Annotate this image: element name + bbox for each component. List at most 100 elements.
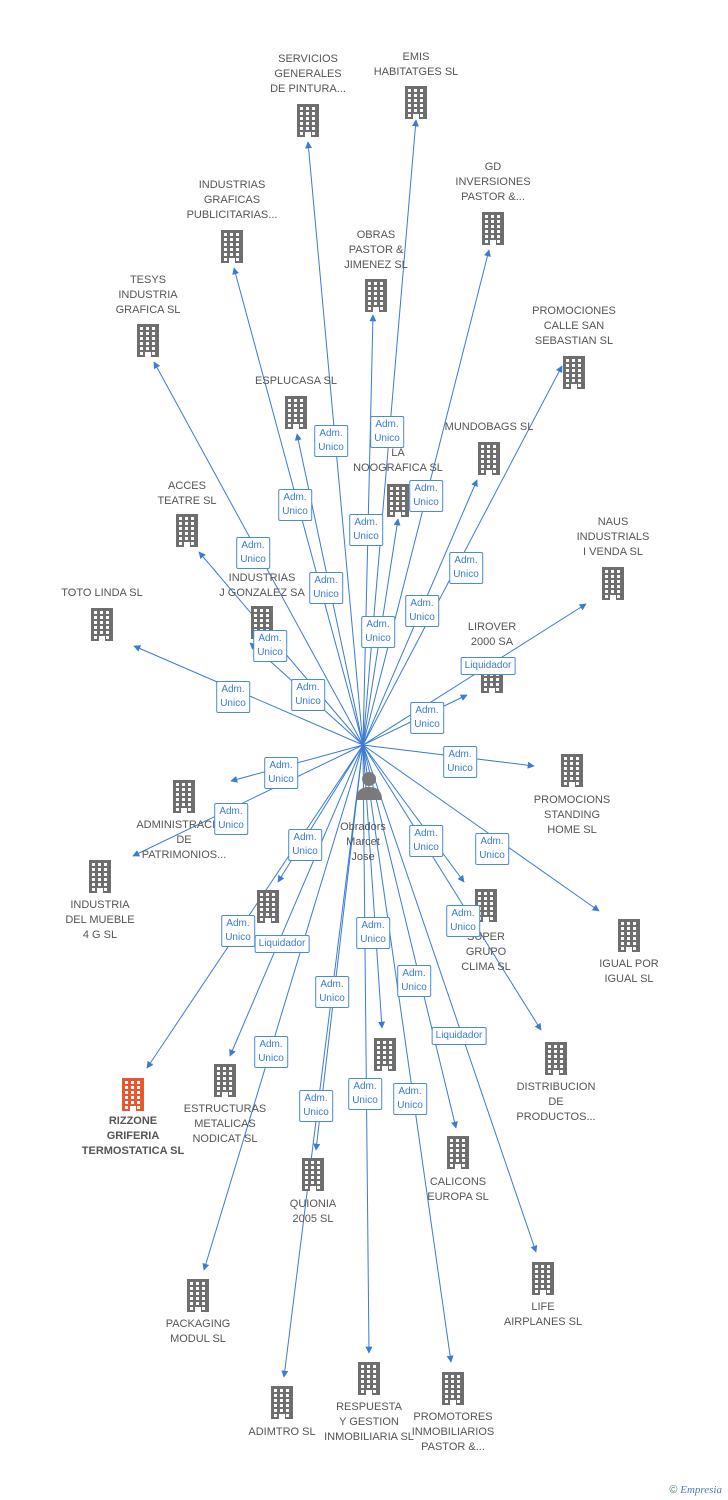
company-node-obras[interactable]: OBRAS PASTOR & JIMENEZ SL: [344, 228, 408, 273]
company-node-igual[interactable]: IGUAL POR IGUAL SL: [599, 957, 659, 987]
role-badge-adm-unico: Adm. Unico: [254, 1036, 288, 1068]
building-icon-quionia[interactable]: [299, 1157, 327, 1191]
company-node-industrias-gonzalez[interactable]: INDUSTRIAS J GONZALEZ SA: [219, 571, 305, 601]
company-node-emis[interactable]: EMIS HABITATGES SL: [374, 50, 459, 80]
building-icon-respuesta[interactable]: [355, 1361, 383, 1395]
company-node-quionia[interactable]: QUIONIA 2005 SL: [290, 1197, 336, 1227]
building-icon-distribucion[interactable]: [542, 1041, 570, 1075]
edge-respuesta: [362, 744, 373, 1354]
company-label: NAUS INDUSTRIALS I VENDA SL: [576, 516, 650, 558]
building-icon-life[interactable]: [529, 1261, 557, 1295]
company-label: PROMOTORES INMOBILIARIOS PASTOR &...: [411, 1411, 495, 1453]
company-label: INDUSTRIAS J GONZALEZ SA: [219, 572, 305, 599]
building-icon-promocions-standing[interactable]: [558, 753, 586, 787]
building-icon-tesys[interactable]: [134, 323, 162, 357]
company-label: PROMOCIONS STANDING HOME SL: [533, 794, 611, 836]
role-badge-adm-unico: Adm. Unico: [393, 1083, 427, 1115]
company-node-industria-mueble[interactable]: INDUSTRIA DEL MUEBLE 4 G SL: [65, 898, 134, 943]
company-node-industrias-graficas[interactable]: INDUSTRIAS GRAFICAS PUBLICITARIAS...: [187, 178, 278, 223]
company-node-promociones-calle[interactable]: PROMOCIONES CALLE SAN SEBASTIAN SL: [532, 304, 616, 349]
role-badge-adm-unico: Adm. Unico: [446, 905, 480, 937]
company-label: RESPUESTA Y GESTION INMOBILIARIA SL: [324, 1401, 414, 1443]
edge-promotores: [362, 744, 454, 1363]
building-icon-calicons[interactable]: [444, 1135, 472, 1169]
building-icon-promociones-calle[interactable]: [560, 355, 588, 389]
company-label: INDUSTRIAS GRAFICAS PUBLICITARIAS...: [186, 179, 278, 221]
building-icon-industria-mueble[interactable]: [86, 859, 114, 893]
building-icon-adimtro[interactable]: [268, 1385, 296, 1419]
role-badge-adm-unico: Adm. Unico: [356, 917, 390, 949]
company-node-estructuras[interactable]: ESTRUCTURAS METALICAS NODICAT SL: [184, 1102, 267, 1147]
edge-rizzone: [146, 744, 364, 1069]
building-icon-igual[interactable]: [615, 918, 643, 952]
building-icon-la-noografica[interactable]: [384, 483, 412, 517]
building-icon-administracion[interactable]: [170, 779, 198, 813]
company-label: OBRAS PASTOR & JIMENEZ SL: [344, 229, 408, 271]
company-node-acces[interactable]: ACCES TEATRE SL: [157, 479, 216, 509]
company-node-toto[interactable]: TOTO LINDA SL: [61, 586, 143, 601]
building-icon-clima[interactable]: [472, 888, 500, 922]
building-icon-promotores[interactable]: [439, 1371, 467, 1405]
company-node-servicios[interactable]: SERVICIOS GENERALES DE PINTURA...: [270, 52, 346, 97]
role-badge-adm-unico: Adm. Unico: [309, 572, 343, 604]
building-icon-estructuras[interactable]: [211, 1063, 239, 1097]
role-badge-adm-unico: Adm. Unico: [291, 679, 325, 711]
edge-life: [362, 744, 538, 1253]
building-icon-servicios[interactable]: [294, 103, 322, 137]
footer-brand[interactable]: © Empresia: [669, 1484, 722, 1496]
company-label: IGUAL POR IGUAL SL: [599, 958, 659, 985]
building-icon-unnamed-1[interactable]: [371, 1037, 399, 1071]
edge-quionia: [313, 744, 364, 1151]
company-node-naus[interactable]: NAUS INDUSTRIALS I VENDA SL: [577, 515, 650, 560]
company-node-rizzone[interactable]: RIZZONE GRIFERIA TERMOSTATICA SL: [82, 1114, 184, 1159]
building-icon-obras[interactable]: [362, 278, 390, 312]
company-label: RIZZONE GRIFERIA TERMOSTATICA SL: [81, 1115, 185, 1157]
role-badge-adm-unico: Adm. Unico: [236, 537, 270, 569]
company-node-mundobags[interactable]: MUNDOBAGS SL: [445, 420, 534, 435]
building-icon-naus[interactable]: [599, 566, 627, 600]
role-badge-adm-unico: Adm. Unico: [409, 825, 443, 857]
center-person[interactable]: Obradors Marcet Jose: [340, 755, 386, 895]
company-node-promocions-standing[interactable]: PROMOCIONS STANDING HOME SL: [534, 793, 610, 838]
role-badge-adm-unico: Adm. Unico: [405, 595, 439, 627]
edge-adimtro: [281, 744, 364, 1378]
building-icon-emis[interactable]: [402, 85, 430, 119]
building-icon-mundobags[interactable]: [475, 441, 503, 475]
company-node-packaging[interactable]: PACKAGING MODUL SL: [166, 1317, 231, 1347]
company-label: LIROVER 2000 SA: [467, 621, 517, 648]
building-icon-packaging[interactable]: [184, 1278, 212, 1312]
company-label: EMIS HABITATGES SL: [373, 51, 459, 78]
building-icon-esplucasa[interactable]: [282, 395, 310, 429]
role-badge-liquidador: Liquidador: [431, 1027, 487, 1045]
company-node-tesys[interactable]: TESYS INDUSTRIA GRAFICA SL: [116, 273, 181, 318]
company-node-distribucion[interactable]: DISTRIBUCION DE PRODUCTOS...: [516, 1080, 595, 1125]
company-label: LA NOOGRAFICA SL: [353, 447, 443, 474]
role-badge-adm-unico: Adm. Unico: [214, 803, 248, 835]
company-node-esplucasa[interactable]: ESPLUCASA SL: [255, 374, 337, 389]
company-label: MUNDOBAGS SL: [444, 421, 534, 433]
edge-packaging: [202, 744, 364, 1271]
company-node-adimtro[interactable]: ADIMTRO SL: [248, 1425, 315, 1440]
building-icon-rizzone[interactable]: [119, 1077, 147, 1111]
role-badge-adm-unico: Adm. Unico: [409, 480, 443, 512]
company-node-clima[interactable]: SUPER GRUPO CLIMA SL: [461, 930, 511, 975]
company-node-la-noografica[interactable]: LA NOOGRAFICA SL: [353, 446, 443, 476]
company-node-promotores[interactable]: PROMOTORES INMOBILIARIOS PASTOR &...: [412, 1410, 495, 1455]
company-node-calicons[interactable]: CALICONS EUROPA SL: [427, 1175, 489, 1205]
building-icon-industrias-graficas[interactable]: [218, 229, 246, 263]
building-icon-toto[interactable]: [88, 607, 116, 641]
company-node-respuesta[interactable]: RESPUESTA Y GESTION INMOBILIARIA SL: [324, 1400, 414, 1445]
company-node-gd[interactable]: GD INVERSIONES PASTOR &...: [455, 160, 530, 205]
company-node-life[interactable]: LIFE AIRPLANES SL: [504, 1300, 582, 1330]
building-icon-unnamed-2[interactable]: [254, 889, 282, 923]
company-label: TESYS INDUSTRIA GRAFICA SL: [115, 274, 181, 316]
company-label: ESPLUCASA SL: [255, 375, 337, 387]
company-label: PACKAGING MODUL SL: [165, 1318, 231, 1345]
building-icon-gd[interactable]: [479, 211, 507, 245]
company-node-administracion[interactable]: ADMINISTRACION DE PATRIMONIOS...: [136, 818, 231, 863]
company-label: LIFE AIRPLANES SL: [503, 1301, 583, 1328]
building-icon-acces[interactable]: [173, 513, 201, 547]
company-node-lirover[interactable]: LIROVER 2000 SA: [468, 620, 516, 650]
role-badge-adm-unico: Adm. Unico: [449, 552, 483, 584]
company-label: CALICONS EUROPA SL: [427, 1176, 489, 1203]
